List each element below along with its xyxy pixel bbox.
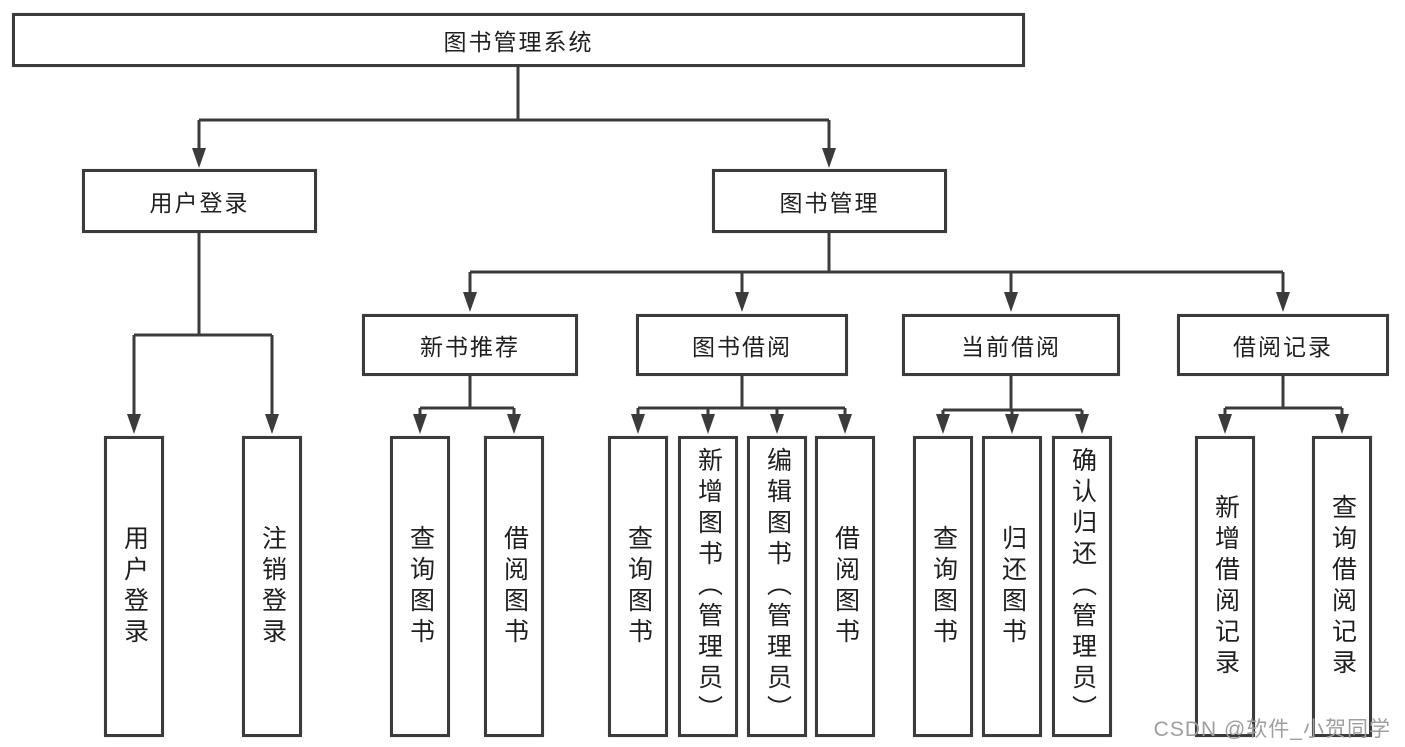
leaf-confirm-return-admin: 确认归还（管理员） bbox=[1052, 436, 1112, 737]
node-new-book-recommend: 新书推荐 bbox=[362, 314, 578, 376]
leaf-label: 注销登录 bbox=[258, 524, 287, 649]
connector-current-borrow-to-leaves bbox=[936, 376, 1089, 434]
leaf-label: 用户登录 bbox=[120, 524, 149, 649]
leaf-label: 新增图书（管理员） bbox=[694, 447, 723, 726]
leaf-label: 新增借阅记录 bbox=[1211, 493, 1240, 680]
leaf-add-borrow-record: 新增借阅记录 bbox=[1195, 436, 1255, 737]
connector-new-book-recommend-to-leaves bbox=[413, 376, 521, 434]
connector-user-login-to-leaves bbox=[127, 233, 279, 434]
node-book-management: 图书管理 bbox=[712, 169, 947, 233]
node-library-management-system: 图书管理系统 bbox=[12, 13, 1025, 67]
node-label: 图书借阅 bbox=[692, 334, 792, 360]
leaf-recommend-borrow-books: 借阅图书 bbox=[484, 436, 544, 737]
leaf-label: 编辑图书（管理员） bbox=[763, 447, 792, 726]
leaf-label: 查询借阅记录 bbox=[1328, 493, 1357, 680]
leaf-return-books: 归还图书 bbox=[982, 436, 1042, 737]
leaf-label: 查询图书 bbox=[929, 524, 958, 649]
leaf-user-login: 用户登录 bbox=[104, 436, 164, 737]
leaf-edit-books-admin: 编辑图书（管理员） bbox=[747, 436, 807, 737]
node-user-login: 用户登录 bbox=[82, 169, 317, 233]
leaf-borrow-query-books: 查询图书 bbox=[608, 436, 668, 737]
node-label: 新书推荐 bbox=[420, 334, 520, 360]
node-borrow-records: 借阅记录 bbox=[1177, 314, 1389, 376]
leaf-current-query-books: 查询图书 bbox=[913, 436, 973, 737]
leaf-label: 借阅图书 bbox=[831, 524, 860, 649]
node-label: 用户登录 bbox=[149, 190, 250, 216]
leaf-label: 查询图书 bbox=[624, 524, 653, 649]
node-current-borrow: 当前借阅 bbox=[902, 314, 1120, 376]
connector-book-management-to-level3 bbox=[463, 233, 1290, 312]
node-label: 图书管理 bbox=[779, 190, 880, 216]
connector-book-borrow-to-leaves bbox=[631, 376, 852, 434]
node-label: 当前借阅 bbox=[961, 334, 1061, 360]
node-label: 图书管理系统 bbox=[443, 29, 594, 55]
node-book-borrow: 图书借阅 bbox=[636, 314, 848, 376]
leaf-label: 归还图书 bbox=[998, 524, 1027, 649]
leaf-borrow-books: 借阅图书 bbox=[815, 436, 875, 737]
node-label: 借阅记录 bbox=[1233, 334, 1333, 360]
leaf-query-borrow-record: 查询借阅记录 bbox=[1312, 436, 1372, 737]
leaf-add-books-admin: 新增图书（管理员） bbox=[678, 436, 738, 737]
connector-root-to-level2 bbox=[192, 67, 836, 168]
connector-borrow-records-to-leaves bbox=[1218, 376, 1349, 434]
leaf-label: 查询图书 bbox=[406, 524, 435, 649]
leaf-label: 借阅图书 bbox=[500, 524, 529, 649]
leaf-recommend-query-books: 查询图书 bbox=[390, 436, 450, 737]
csdn-watermark: CSDN @软件_小贺同学 bbox=[1153, 718, 1391, 741]
leaf-label: 确认归还（管理员） bbox=[1068, 447, 1097, 726]
leaf-logout: 注销登录 bbox=[242, 436, 302, 737]
